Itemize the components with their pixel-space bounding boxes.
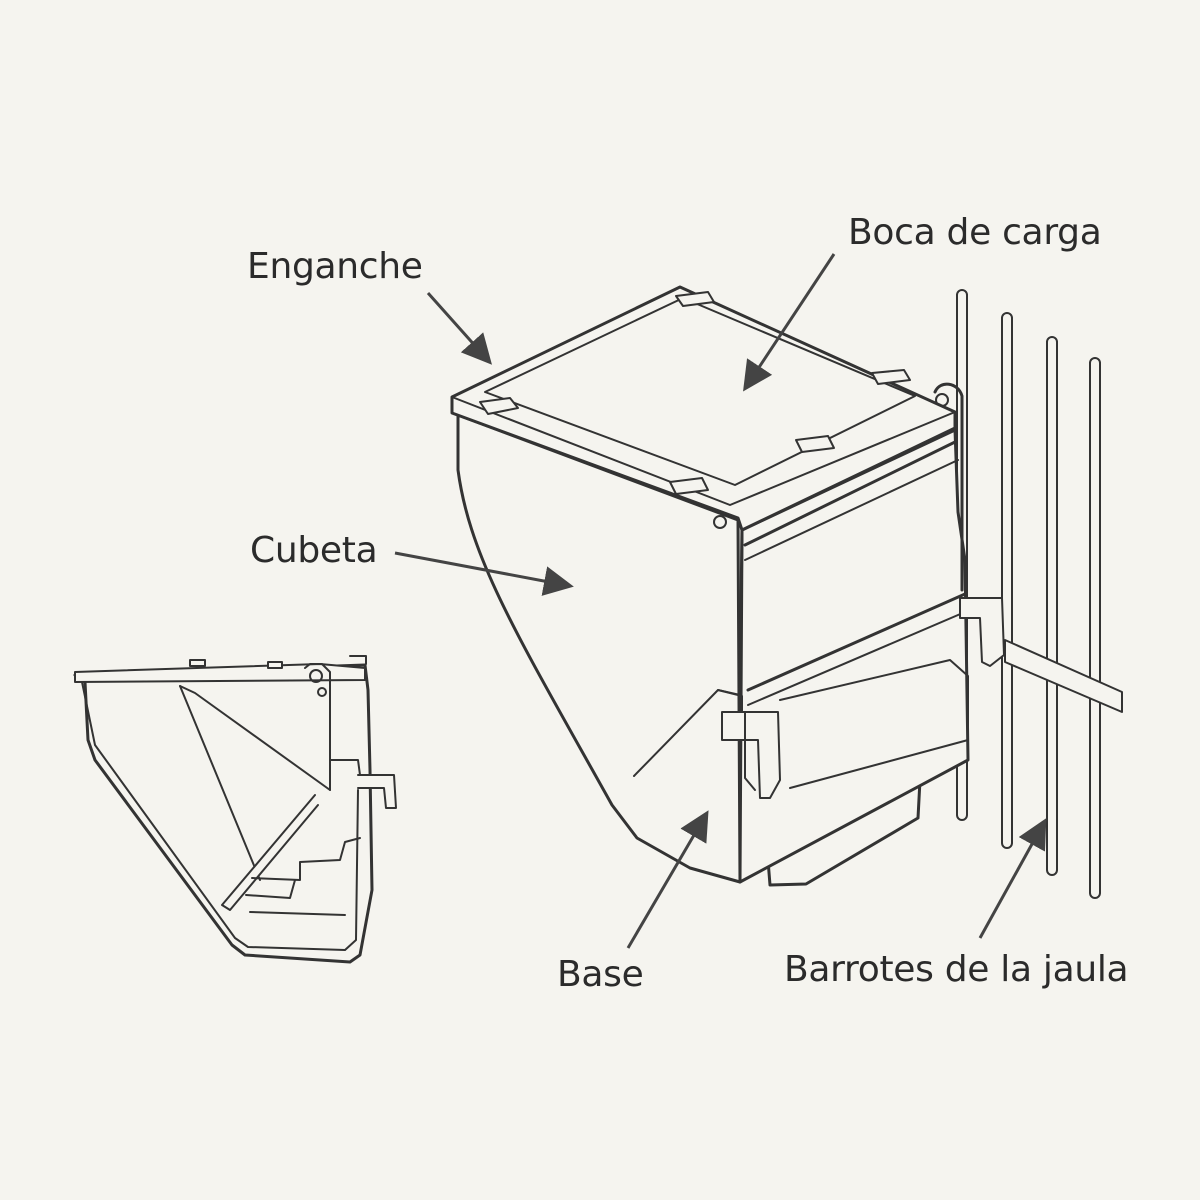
main-feeder — [450, 285, 1005, 887]
label-base: Base — [557, 954, 644, 995]
arrow-base — [626, 810, 709, 949]
feeder-cross-section — [73, 655, 397, 964]
label-boca-de-carga: Boca de carga — [848, 212, 1102, 253]
label-barrotes-de-la-jaula: Barrotes de la jaula — [784, 949, 1129, 990]
cage-bars — [956, 289, 1123, 899]
label-cubeta: Cubeta — [250, 530, 378, 571]
arrow-barrotes — [978, 818, 1047, 939]
arrow-boca-de-carga — [743, 253, 836, 392]
label-enganche: Enganche — [247, 246, 423, 287]
arrow-cubeta — [394, 551, 574, 596]
callout-arrows — [394, 253, 1047, 949]
arrow-enganche — [426, 292, 492, 365]
